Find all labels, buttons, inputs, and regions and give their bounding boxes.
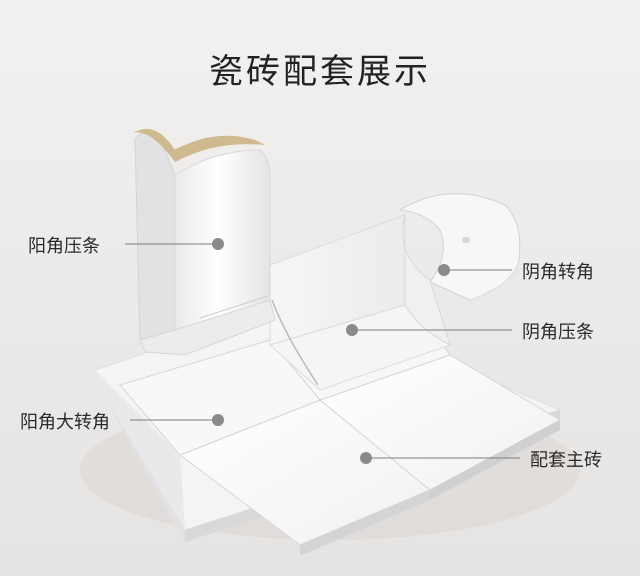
label-yin-corner-turn: 阴角转角 (522, 262, 594, 283)
yin-corner-strip (402, 214, 451, 346)
label-yin-corner-strip: 阴角压条 (522, 322, 594, 343)
yin-corner-turn (398, 193, 521, 301)
yang-corner-strip (134, 133, 176, 341)
main-tile-d (119, 339, 321, 456)
page-title: 瓷砖配套展示 (209, 52, 431, 92)
label-yang-corner-strip: 阳角压条 (28, 236, 100, 257)
yang-corner-big-turn (95, 370, 185, 530)
label-main-tile: 配套主砖 (530, 450, 602, 471)
label-yang-corner-big-turn: 阳角大转角 (20, 412, 110, 433)
